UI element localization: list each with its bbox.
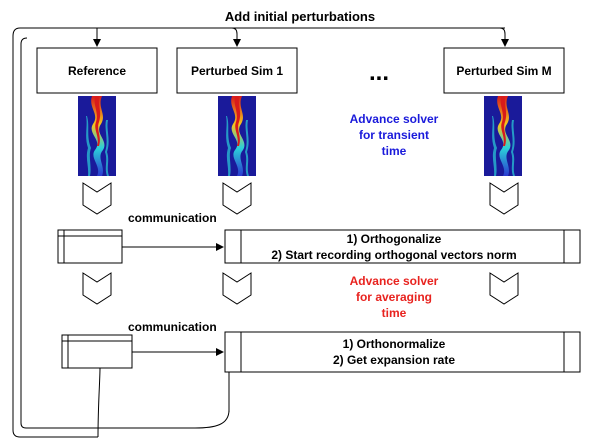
transient-line-3: time [382, 144, 407, 158]
orthogonalize-step-box [224, 229, 581, 264]
advance-chevron [489, 272, 519, 305]
averaging-line-1: Advance solver [350, 274, 439, 288]
communication-label-1: communication [128, 211, 217, 225]
reference-label: Reference [68, 64, 126, 78]
step1-line-2: 2) Start recording orthogonal vectors no… [271, 248, 516, 262]
reference-flow-field-image [78, 96, 116, 176]
diagram-title: Add initial perturbations [225, 9, 375, 24]
feedback-loop-outer [12, 27, 505, 438]
comm-buffer-1 [57, 229, 123, 264]
feedback-loop-step2 [20, 37, 230, 429]
perturbed-1-flow-field-image [218, 96, 256, 176]
communication-label-2: communication [128, 320, 217, 334]
transient-line-2: for transient [359, 128, 429, 142]
perturbed-sim-1-box [176, 47, 298, 94]
perturbed-sim-m-label: Perturbed Sim M [456, 64, 551, 78]
perturbed-m-flow-field-image [484, 96, 522, 176]
orthonormalize-step-box [224, 331, 581, 373]
arrow-to-perturbed-m [499, 27, 509, 47]
advance-chevron [82, 182, 112, 215]
advance-chevron [489, 182, 519, 215]
comm-buffer-2 [61, 334, 133, 369]
step1-line-1: 1) Orthogonalize [347, 232, 442, 246]
arrow-to-perturbed-1 [231, 27, 241, 47]
feedback-loop-inner [97, 367, 101, 438]
reference-box [36, 47, 158, 94]
step2-line-1: 1) Orthonormalize [343, 337, 446, 351]
averaging-line-2: for averaging [356, 290, 432, 304]
advance-chevron [222, 182, 252, 215]
perturbed-sim-1-label: Perturbed Sim 1 [191, 64, 283, 78]
transient-line-1: Advance solver [350, 112, 439, 126]
ellipsis: ... [369, 59, 389, 86]
step2-line-2: 2) Get expansion rate [333, 353, 455, 367]
advance-chevron [222, 272, 252, 305]
averaging-line-3: time [382, 306, 407, 320]
perturbed-sim-m-box [443, 47, 565, 94]
advance-chevron [82, 272, 112, 305]
